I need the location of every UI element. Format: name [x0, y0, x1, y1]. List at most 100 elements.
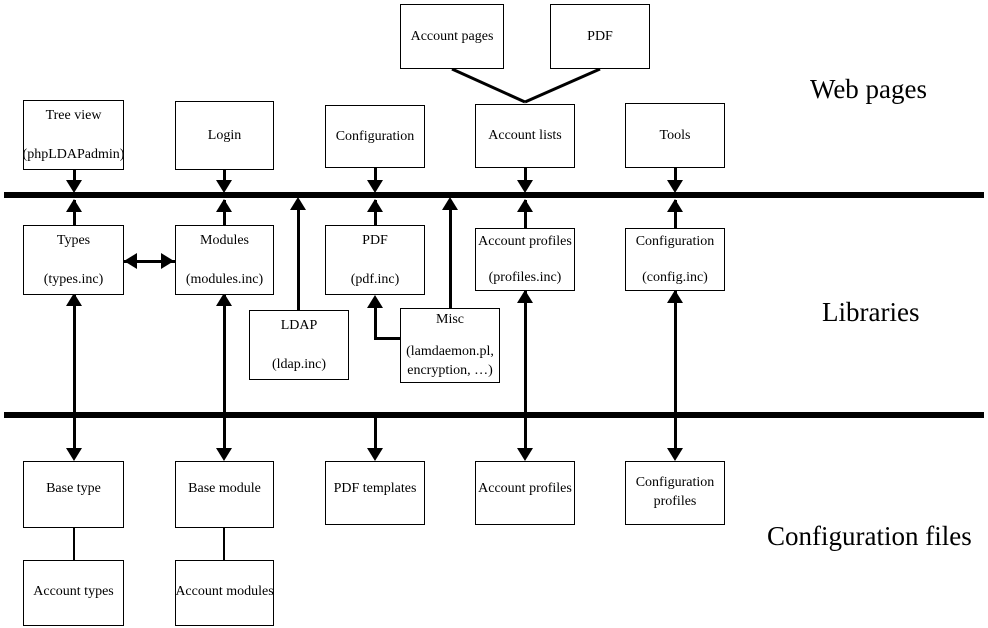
box-pdf-lib[interactable]: PDF (pdf.inc): [325, 225, 425, 295]
box-configuration-lib-line-1: (config.inc): [642, 269, 708, 285]
box-configuration-lib[interactable]: Configuration (config.inc): [625, 228, 725, 291]
arrow-misc-up: [442, 197, 458, 210]
box-account-pages[interactable]: Account pages: [400, 4, 504, 69]
line-bar-to-base-module: [223, 412, 226, 454]
arrow-bar-to-account-profiles-cfg: [517, 448, 533, 461]
arrow-modules-up: [216, 199, 232, 212]
line-configuration-lib-up: [674, 200, 677, 228]
arrow-bar-to-base-module: [216, 448, 232, 461]
separator-bar-web-libraries: [4, 192, 984, 198]
box-types-line-0: Types: [56, 232, 91, 248]
line-pdf-lib-up: [374, 200, 377, 225]
box-misc-lib-line-0: Misc: [436, 312, 464, 327]
arrow-misc-to-pdf-lib: [367, 295, 383, 308]
box-account-lists[interactable]: Account lists: [475, 104, 575, 168]
box-modules[interactable]: Modules (modules.inc): [175, 225, 274, 295]
box-account-types[interactable]: Account types: [23, 560, 124, 626]
box-pdf-top[interactable]: PDF: [550, 4, 650, 69]
box-ldap-lib-line-1: (ldap.inc): [271, 357, 327, 372]
box-base-module-line-0: Base module: [188, 481, 261, 496]
line-types-modules: [124, 260, 175, 263]
box-account-modules-line-0: Account modules: [175, 584, 274, 599]
box-pdf-templates-line-0: PDF templates: [333, 481, 417, 496]
arrow-base-type-up: [66, 293, 82, 306]
box-configuration-web[interactable]: Configuration: [325, 105, 425, 168]
arrow-types-modules-right: [161, 253, 174, 269]
box-configuration-lib-line-0: Configuration: [635, 234, 715, 249]
box-configuration-profiles-line-1: profiles: [653, 493, 697, 509]
box-account-modules[interactable]: Account modules: [175, 560, 274, 626]
arrow-configuration-web-down: [367, 180, 383, 193]
line-configuration-web-down: [374, 168, 377, 188]
box-misc-lib-line-2: encryption, …): [407, 363, 493, 378]
box-base-module[interactable]: Base module: [175, 461, 274, 528]
arrow-bar-to-pdf-templates: [367, 448, 383, 461]
line-bar-to-account-profiles-cfg: [524, 412, 527, 454]
box-ldap-lib[interactable]: LDAP (ldap.inc): [249, 310, 349, 380]
box-pdf-lib-line-0: PDF: [362, 232, 388, 248]
line-misc-up: [449, 200, 452, 310]
box-modules-line-0: Modules: [200, 232, 249, 248]
box-login-line-0: Login: [207, 127, 242, 143]
separator-bar-libraries-config: [4, 412, 984, 418]
box-login[interactable]: Login: [175, 101, 274, 170]
line-bar-to-base-type: [73, 412, 76, 454]
box-pdf-top-line-0: PDF: [587, 28, 613, 44]
arrow-account-profiles-cfg-up: [517, 290, 533, 303]
arrow-types-modules-left: [124, 253, 137, 269]
line-account-profiles-cfg-up: [524, 291, 527, 415]
line-ldap-up: [297, 200, 300, 312]
line-account-profiles-lib-up: [524, 200, 527, 228]
box-configuration-profiles[interactable]: Configuration profiles: [625, 461, 725, 525]
line-login-down: [223, 170, 226, 188]
box-types[interactable]: Types (types.inc): [23, 225, 124, 295]
box-configuration-profiles-line-0: Configuration: [635, 475, 715, 490]
box-misc-lib-line-1: (lamdaemon.pl,: [406, 343, 494, 359]
line-base-module-to-account-modules: [223, 528, 225, 561]
box-tree-view-line-0: Tree view: [45, 107, 102, 123]
line-base-type-to-account-types: [73, 528, 75, 561]
line-bar-to-pdf-templates: [374, 412, 377, 454]
account-pages-to-account-lists-line: [451, 67, 526, 104]
line-base-module-up: [223, 295, 226, 415]
box-account-profiles-cfg[interactable]: Account profiles: [475, 461, 575, 525]
box-tools-line-0: Tools: [659, 127, 691, 143]
band-label-configuration-files: Configuration files: [767, 521, 972, 551]
box-account-profiles-cfg-line-0: Account profiles: [478, 481, 572, 496]
box-account-pages-line-0: Account pages: [410, 28, 494, 44]
arrow-configuration-lib-up: [667, 199, 683, 212]
box-misc-lib[interactable]: Misc (lamdaemon.pl, encryption, …): [400, 308, 500, 383]
line-base-type-up: [73, 295, 76, 415]
band-label-web-pages: Web pages: [810, 74, 928, 104]
box-base-type[interactable]: Base type: [23, 461, 124, 528]
arrow-account-profiles-lib-up: [517, 199, 533, 212]
arrow-tools-down: [667, 180, 683, 193]
arrow-bar-to-base-type: [66, 448, 82, 461]
arrow-base-module-up: [216, 293, 232, 306]
box-pdf-templates[interactable]: PDF templates: [325, 461, 425, 525]
box-account-profiles-lib-line-0: Account profiles: [478, 234, 572, 249]
line-modules-up: [223, 200, 226, 225]
line-tree-view-down: [73, 170, 76, 188]
line-misc-to-pdf-lib: [374, 300, 377, 340]
arrow-ldap-up: [290, 197, 306, 210]
line-misc-to-pdf-lib-horizontal: [374, 337, 402, 340]
line-bar-to-configuration-profiles: [674, 412, 677, 454]
box-account-profiles-lib-line-1: (profiles.inc): [488, 269, 562, 285]
arrow-configuration-profiles-up: [667, 290, 683, 303]
box-types-line-1: (types.inc): [43, 272, 104, 287]
box-pdf-lib-line-1: (pdf.inc): [350, 272, 400, 287]
arrow-login-down: [216, 180, 232, 193]
pdf-top-to-account-lists-line: [524, 67, 601, 104]
arrow-tree-view-down: [66, 180, 82, 193]
box-ldap-lib-line-0: LDAP: [280, 317, 318, 333]
box-configuration-web-line-0: Configuration: [335, 128, 415, 144]
box-modules-line-1: (modules.inc): [185, 272, 264, 287]
line-account-lists-down: [524, 168, 527, 188]
arrow-pdf-lib-up: [367, 199, 383, 212]
arrow-account-lists-down: [517, 180, 533, 193]
box-account-profiles-lib[interactable]: Account profiles (profiles.inc): [475, 228, 575, 291]
box-tree-view[interactable]: Tree view (phpLDAPadmin): [23, 100, 124, 170]
box-tools[interactable]: Tools: [625, 103, 725, 168]
